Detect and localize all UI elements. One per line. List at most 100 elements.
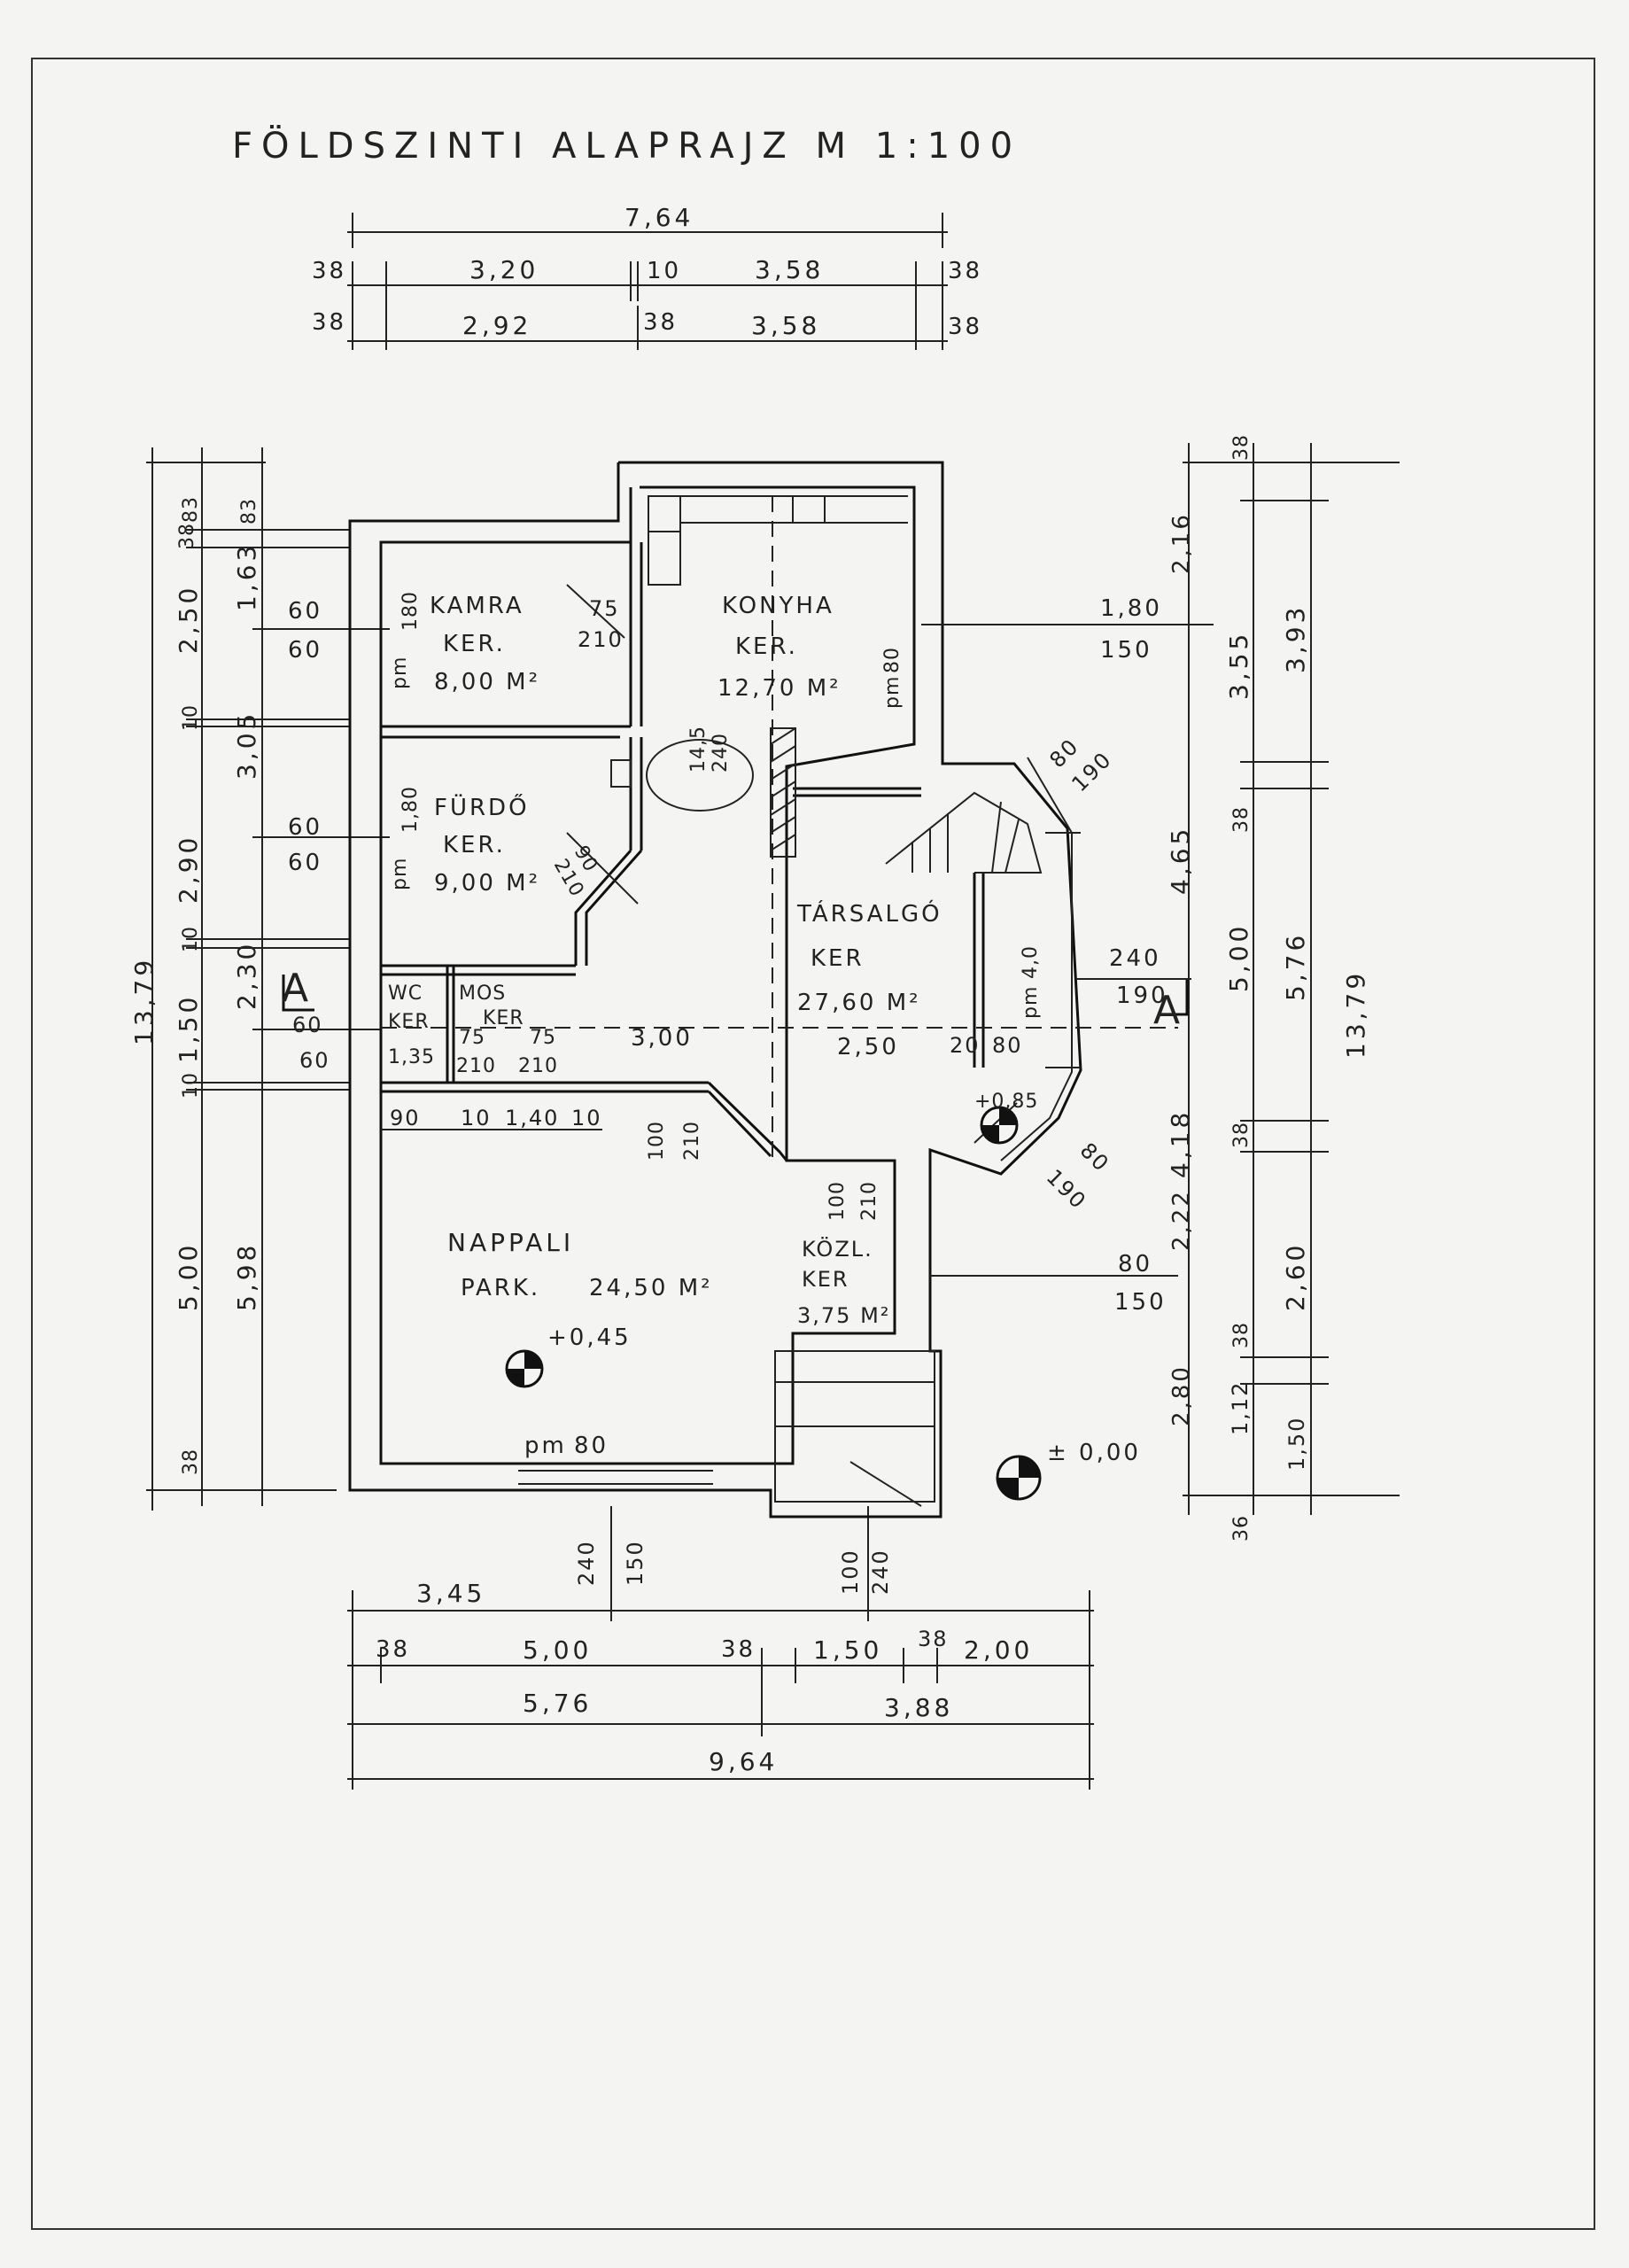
mid-0: 3,00 <box>631 1025 693 1052</box>
dim-left-o-1: 2,50 <box>174 585 203 654</box>
dim-bottom-left: 3,45 <box>416 1579 485 1608</box>
nappali-top-3: 10 <box>571 1106 602 1130</box>
dim-left-i-3: 2,30 <box>232 941 261 1010</box>
konyha-win-3: 150 <box>1100 637 1152 664</box>
dim-top-r1-1: 3,20 <box>469 255 539 284</box>
dim-top-r2-1: 2,92 <box>462 311 531 340</box>
kozl-door-1: 210 <box>858 1181 880 1221</box>
left-dimension-lines <box>146 447 390 1511</box>
dim-top-r2-3: 3,58 <box>751 311 820 340</box>
room-mos-floor: KER <box>483 1007 524 1029</box>
dim-bottom-overall: 9,64 <box>709 1747 778 1776</box>
konyha-win-2: 1,80 <box>1100 595 1162 622</box>
section-line <box>381 496 1178 1161</box>
dim-left-i-4: 5,98 <box>232 1242 261 1311</box>
entry-door-1: 240 <box>868 1549 893 1595</box>
kamra-win-3: 180 <box>399 591 422 631</box>
dim-top-r1-4: 38 <box>948 258 982 284</box>
dim-left-overall: 13,79 <box>129 957 159 1045</box>
bay-windows <box>1000 757 1081 1161</box>
level-marker-outside <box>996 1455 1042 1501</box>
dim-bottom-r1-1: 5,00 <box>523 1635 592 1665</box>
bay-bottom-1: 190 <box>1042 1164 1091 1214</box>
room-konyha-area: 12,70 M² <box>718 675 842 702</box>
nappali-win-0: pm <box>524 1433 567 1459</box>
dim-right-c3-2: 2,60 <box>1281 1242 1310 1311</box>
tarsalgo-win-0: pm <box>1020 986 1042 1019</box>
bay-bottom-0: 80 <box>1075 1138 1114 1177</box>
dim-left-i-2: 3,05 <box>232 711 261 780</box>
tarsalgo-win-3: 190 <box>1116 983 1168 1009</box>
nappali-win-2: 240 <box>574 1540 599 1586</box>
dim-left-o-0: 38 <box>176 523 198 549</box>
kamra-win-1: 60 <box>288 637 322 664</box>
furdo-win-0: 60 <box>288 814 322 841</box>
konyha-win-1: 80 <box>881 647 904 673</box>
kozl-win-0: 80 <box>1118 1251 1152 1278</box>
plan-title: FÖLDSZINTI ALAPRAJZ M 1:100 <box>232 124 1021 167</box>
dim-right-c1-4: 2,80 <box>1168 1364 1195 1426</box>
entry-door-0: 100 <box>838 1549 863 1595</box>
room-furdo-name: FÜRDŐ <box>434 793 530 821</box>
staircase <box>885 791 1043 874</box>
mid-2: 20 <box>950 1033 981 1058</box>
nappali-door-0: 100 <box>646 1121 668 1161</box>
room-kozl-area: 3,75 M² <box>797 1303 890 1328</box>
level-outside: ± 0,00 <box>1047 1440 1141 1466</box>
dim-right-c2-6: 1,12 <box>1228 1381 1253 1435</box>
dim-left-o-8: 38 <box>180 1449 202 1475</box>
dim-left-o-2: 10 <box>180 704 202 731</box>
mos-door-0: 75 <box>530 1027 556 1049</box>
kitchen-fittings <box>648 495 908 586</box>
chimney-1: 240 <box>710 733 732 773</box>
dim-top-r1-2: 10 <box>647 258 681 284</box>
konyha-win-0: pm <box>881 676 904 709</box>
level-marker-tarsalgo <box>980 1106 1019 1145</box>
nappali-win-3: 150 <box>623 1540 648 1586</box>
dim-right-overall: 13,79 <box>1341 970 1370 1059</box>
dim-bottom-r1-4: 38 <box>918 1627 949 1651</box>
dim-right-c2-3: 5,00 <box>1224 923 1253 992</box>
dim-top-r2-0: 38 <box>312 309 346 336</box>
room-kamra-floor: KER. <box>443 631 506 657</box>
wc-win-0: 60 <box>292 1013 323 1037</box>
room-konyha-name: KONYHA <box>722 593 834 619</box>
dim-right-c1-3: 2,22 <box>1168 1189 1195 1251</box>
dim-right-c1-2: 4,18 <box>1166 1109 1195 1178</box>
dim-bottom-r1-3: 1,50 <box>813 1635 882 1665</box>
room-wc-area: 1,35 <box>388 1046 435 1068</box>
dim-right-c2-7: 36 <box>1230 1515 1253 1542</box>
dim-right-c1-1: 4,65 <box>1166 826 1195 895</box>
chimney <box>610 727 796 858</box>
room-wc-floor: KER <box>388 1011 430 1033</box>
room-tarsalgo-floor: KER <box>811 945 865 972</box>
dim-bottom-r1-0: 38 <box>376 1636 410 1663</box>
room-wc-name: WC <box>388 983 423 1005</box>
room-nappali-area: 24,50 M² <box>589 1275 713 1301</box>
outer-walls <box>348 461 1082 1518</box>
level-nappali: +0,45 <box>547 1324 632 1351</box>
room-mos-name: MOS <box>459 983 506 1005</box>
room-nappali-floor: PARK. <box>461 1275 540 1301</box>
room-tarsalgo-area: 27,60 M² <box>797 990 921 1016</box>
wc-win-1: 60 <box>299 1048 330 1073</box>
dim-right-c2-5: 38 <box>1230 1322 1253 1348</box>
dim-left-o-7: 5,00 <box>174 1242 203 1311</box>
kozl-door-0: 100 <box>826 1181 849 1221</box>
dim-left-top: 83 <box>238 498 260 524</box>
entry-steps <box>774 1350 935 1507</box>
nappali-door-1: 210 <box>681 1121 703 1161</box>
section-mark-right: A <box>1153 988 1180 1033</box>
room-furdo-area: 9,00 M² <box>434 870 540 897</box>
mos-door-1: 210 <box>518 1055 558 1077</box>
kamra-win-0: 60 <box>288 598 322 625</box>
page-frame <box>31 58 1595 2230</box>
dim-bottom-r2-1: 3,88 <box>884 1693 953 1722</box>
wc-door-0: 75 <box>459 1027 485 1049</box>
dim-left-o-5: 1,50 <box>174 994 203 1063</box>
top-dimension-lines <box>347 213 948 350</box>
nappali-top-0: 90 <box>390 1106 421 1130</box>
mid-1: 2,50 <box>837 1034 899 1060</box>
